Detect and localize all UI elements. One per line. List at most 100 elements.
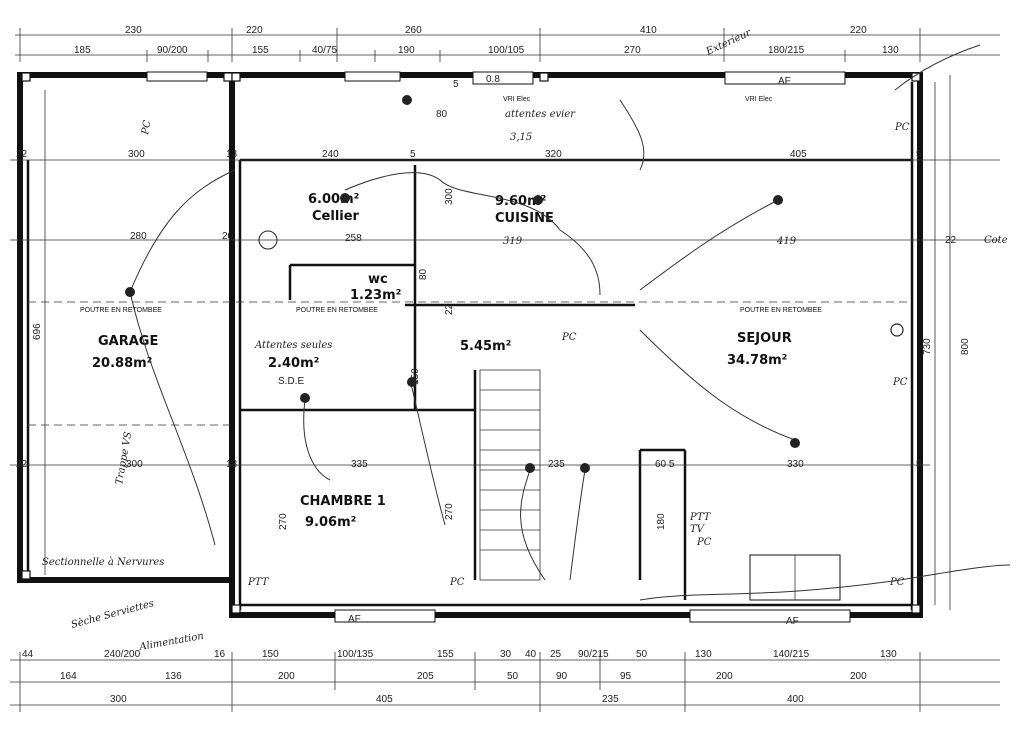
dim-bot1-12: 130 bbox=[695, 649, 712, 660]
dim-320: 320 bbox=[545, 149, 562, 160]
dim-5-top: 5 bbox=[453, 79, 459, 90]
dim-bot1-13: 140/215 bbox=[773, 649, 810, 660]
dim-bot2-3: 200 bbox=[278, 671, 295, 682]
dim-696: 696 bbox=[32, 323, 43, 340]
dim-bot1-6: 155 bbox=[437, 649, 454, 660]
dim-top-5: 220 bbox=[850, 25, 867, 36]
dim-bot1-8: 40 bbox=[525, 649, 537, 660]
note-ptt: PTT bbox=[689, 512, 712, 523]
dim-13-top: 13 bbox=[226, 149, 238, 160]
dim-bot2-8: 200 bbox=[716, 671, 733, 682]
room-cellier-name: Cellier bbox=[312, 209, 360, 224]
dim-80-wc: 80 bbox=[418, 268, 429, 280]
dim-top2-9: 130 bbox=[882, 45, 899, 56]
vri-label-1: VRI Elec bbox=[503, 96, 531, 103]
dim-bot2-9: 200 bbox=[850, 671, 867, 682]
room-wc-area: 1.23m² bbox=[350, 288, 401, 303]
top-dimensions: 230 220 260 410 220 185 90/200 155 40/75… bbox=[15, 25, 1000, 62]
note-attentes-sde: Attentes seules bbox=[254, 340, 332, 351]
dim-235: 235 bbox=[548, 459, 565, 470]
dim-bot1-10: 90/215 bbox=[578, 649, 609, 660]
dim-300-cuisine: 300 bbox=[444, 188, 455, 205]
light-points bbox=[125, 95, 904, 473]
dim-300b: 300 bbox=[126, 459, 143, 470]
room-garage-area: 20.88m² bbox=[92, 356, 152, 371]
af-label-sejour: AF bbox=[786, 616, 799, 627]
dim-20: 20 bbox=[222, 231, 234, 242]
dim-80-top: 80 bbox=[436, 109, 448, 120]
dim-bot2-7: 95 bbox=[620, 671, 632, 682]
note-pc-garage: PC bbox=[140, 119, 154, 136]
room-sde-area: 2.40m² bbox=[268, 356, 319, 371]
note-exterieur: Exterieur bbox=[704, 27, 754, 58]
dim-270-hall: 270 bbox=[444, 503, 455, 520]
dim-130: 150 bbox=[410, 368, 421, 385]
dim-top2-5: 190 bbox=[398, 45, 415, 56]
note-315: 3,15 bbox=[510, 132, 532, 143]
interior-dimensions: 300 240 320 405 280 258 319 419 300 335 … bbox=[10, 74, 1008, 610]
room-wc-name: wc bbox=[368, 272, 388, 287]
dim-top2-2: 90/200 bbox=[157, 45, 188, 56]
note-attentes-evier: attentes evier bbox=[505, 109, 576, 120]
note-alim: Alimentation bbox=[138, 631, 205, 653]
dim-bot3-1: 300 bbox=[110, 694, 127, 705]
dim-bot3-3: 235 bbox=[602, 694, 619, 705]
dim-bot1-4: 150 bbox=[262, 649, 279, 660]
dim-bot2-6: 90 bbox=[556, 671, 568, 682]
dim-bot2-2: 136 bbox=[165, 671, 182, 682]
dim-258: 258 bbox=[345, 233, 362, 244]
note-pc-sejour-mid: PC bbox=[892, 377, 908, 388]
note-pc-cuisine: PC bbox=[561, 332, 577, 343]
dim-top2-4: 40/75 bbox=[312, 45, 337, 56]
dim-top2-8: 180/215 bbox=[768, 45, 805, 56]
wiring-sketch bbox=[129, 44, 1011, 601]
dim-270-chambre: 270 bbox=[278, 513, 289, 530]
dim-5-cellier: 5 bbox=[410, 149, 416, 160]
dim-top-2: 220 bbox=[246, 25, 263, 36]
dim-13-bottom: 13 bbox=[226, 459, 238, 470]
dim-419: 419 bbox=[776, 236, 797, 247]
dim-22-left: 22 bbox=[16, 149, 28, 160]
beam-label-garage: POUTRE EN RETOMBEE bbox=[80, 307, 162, 314]
note-tv: TV bbox=[690, 524, 706, 535]
note-pc-sejour-top: PC bbox=[894, 122, 910, 133]
dim-300: 300 bbox=[128, 149, 145, 160]
dim-bot1-11: 50 bbox=[636, 649, 648, 660]
dim-bot1-2: 240/200 bbox=[104, 649, 141, 660]
note-pc-ptt: PTT bbox=[247, 577, 270, 588]
af-label-top: AF bbox=[778, 76, 791, 87]
beam-label-hall: POUTRE EN RETOMBEE bbox=[296, 307, 378, 314]
dim-240: 240 bbox=[322, 149, 339, 160]
dim-top2-7: 270 bbox=[624, 45, 641, 56]
dim-bot1-9: 25 bbox=[550, 649, 562, 660]
dim-bot2-1: 164 bbox=[60, 671, 77, 682]
dim-top-4: 410 bbox=[640, 25, 657, 36]
beam-label-sejour: POUTRE EN RETOMBEE bbox=[740, 307, 822, 314]
dim-22-right: 22 bbox=[945, 235, 957, 246]
note-pc-chambre: PC bbox=[449, 577, 465, 588]
room-hall-area: 5.45m² bbox=[460, 339, 511, 354]
dim-319: 319 bbox=[503, 236, 523, 247]
room-garage-name: GARAGE bbox=[98, 334, 158, 349]
dim-bot3-4: 400 bbox=[787, 694, 804, 705]
note-seche: Sèche Serviettes bbox=[70, 598, 155, 631]
walls bbox=[17, 72, 923, 618]
room-chambre-area: 9.06m² bbox=[305, 515, 356, 530]
room-sde-name: S.D.E bbox=[278, 376, 304, 387]
windows bbox=[146, 71, 851, 623]
dim-bot2-4: 205 bbox=[417, 671, 434, 682]
dim-top2-3: 155 bbox=[252, 45, 269, 56]
dim-bot1-1: 44 bbox=[22, 649, 34, 660]
dim-bot1-5: 100/135 bbox=[337, 649, 374, 660]
dim-800: 800 bbox=[960, 338, 971, 355]
room-cellier-area: 6.00m² bbox=[308, 192, 359, 207]
dim-5-right-b: 5 bbox=[916, 459, 922, 470]
dim-5-right: 5 bbox=[916, 149, 922, 160]
note-pc-hall: PC bbox=[696, 537, 712, 548]
dim-top2-6: 100/105 bbox=[488, 45, 525, 56]
room-cuisine-name: CUISINE bbox=[495, 211, 554, 226]
bottom-dimensions: 44 240/200 16 150 100/135 155 30 40 25 9… bbox=[10, 649, 1000, 712]
room-chambre-name: CHAMBRE 1 bbox=[300, 494, 386, 509]
hand-cote: Cote bbox=[984, 235, 1008, 246]
room-sejour-area: 34.78m² bbox=[727, 353, 787, 368]
